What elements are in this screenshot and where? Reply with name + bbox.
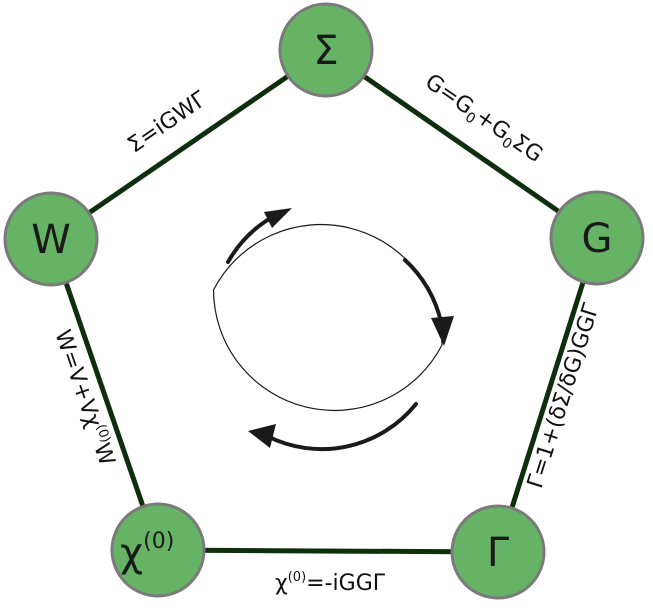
equation-g-gamma: Γ=1+(δΣ/δG)GGΓ xyxy=(523,300,605,491)
node-label-sigma: Σ xyxy=(313,28,338,74)
node-circle xyxy=(278,2,374,98)
node-chi0: χ(0) xyxy=(110,502,206,598)
eq-text: Σ=iGWΓ xyxy=(123,87,212,159)
chi-symbol: χ xyxy=(120,530,143,576)
svg-text:G=G0+G0ΣG: G=G0+G0ΣG xyxy=(419,69,547,170)
node-label-g: G xyxy=(582,216,613,262)
eq-part: χ xyxy=(275,571,288,596)
equation-chi0-w: W=V+Vχ(0)W xyxy=(49,327,120,470)
cycle-arrow-bottom xyxy=(212,289,443,412)
cycle-arrows xyxy=(212,208,454,452)
node-g: G xyxy=(549,190,645,286)
node-gamma: Γ xyxy=(450,504,546,600)
node-sigma: Σ xyxy=(278,2,374,98)
edge-g-gamma xyxy=(495,237,600,553)
edge-w-sigma xyxy=(49,47,328,242)
edge-gamma-chi0 xyxy=(157,547,499,555)
cycle-arrow-thick-3 xyxy=(265,402,418,452)
eq-part: =-iGGΓ xyxy=(306,571,386,596)
chi-superscript: (0) xyxy=(143,529,174,554)
eq-superscript: (0) xyxy=(288,570,306,585)
node-circle xyxy=(450,504,546,600)
node-label-gamma: Γ xyxy=(487,530,510,576)
cycle-arrow-thick-2 xyxy=(403,258,443,324)
node-circle xyxy=(110,502,206,598)
edge-chi0-w xyxy=(48,238,161,551)
equation-sigma-g: G=G0+G0ΣG xyxy=(419,69,547,170)
equation-w-sigma: Σ=iGWΓ xyxy=(123,87,212,159)
eq-part: ΣG xyxy=(507,130,547,168)
cycle-arrowhead-1 xyxy=(264,208,292,228)
svg-text:χ(0)=-iGGΓ: χ(0)=-iGGΓ xyxy=(275,570,386,596)
node-label-w: W xyxy=(31,217,71,263)
pentagon-edges xyxy=(48,47,600,555)
edge-sigma-g xyxy=(324,47,599,241)
eq-part: W xyxy=(88,440,119,469)
cycle-arrowhead-2 xyxy=(431,316,454,346)
node-circle xyxy=(3,191,99,287)
svg-text:W=V+Vχ(0)W: W=V+Vχ(0)W xyxy=(49,327,120,470)
node-label-chi0: χ(0) xyxy=(120,529,174,576)
node-w: W xyxy=(3,191,99,287)
eq-text: Γ=1+(δΣ/δG)GGΓ xyxy=(523,300,605,491)
cycle-arrowhead-3 xyxy=(248,424,276,448)
eq-superscript: (0) xyxy=(93,422,113,444)
cycle-arrow-top xyxy=(212,223,443,346)
node-circle xyxy=(549,190,645,286)
equation-gamma-chi0: χ(0)=-iGGΓ xyxy=(275,570,386,596)
